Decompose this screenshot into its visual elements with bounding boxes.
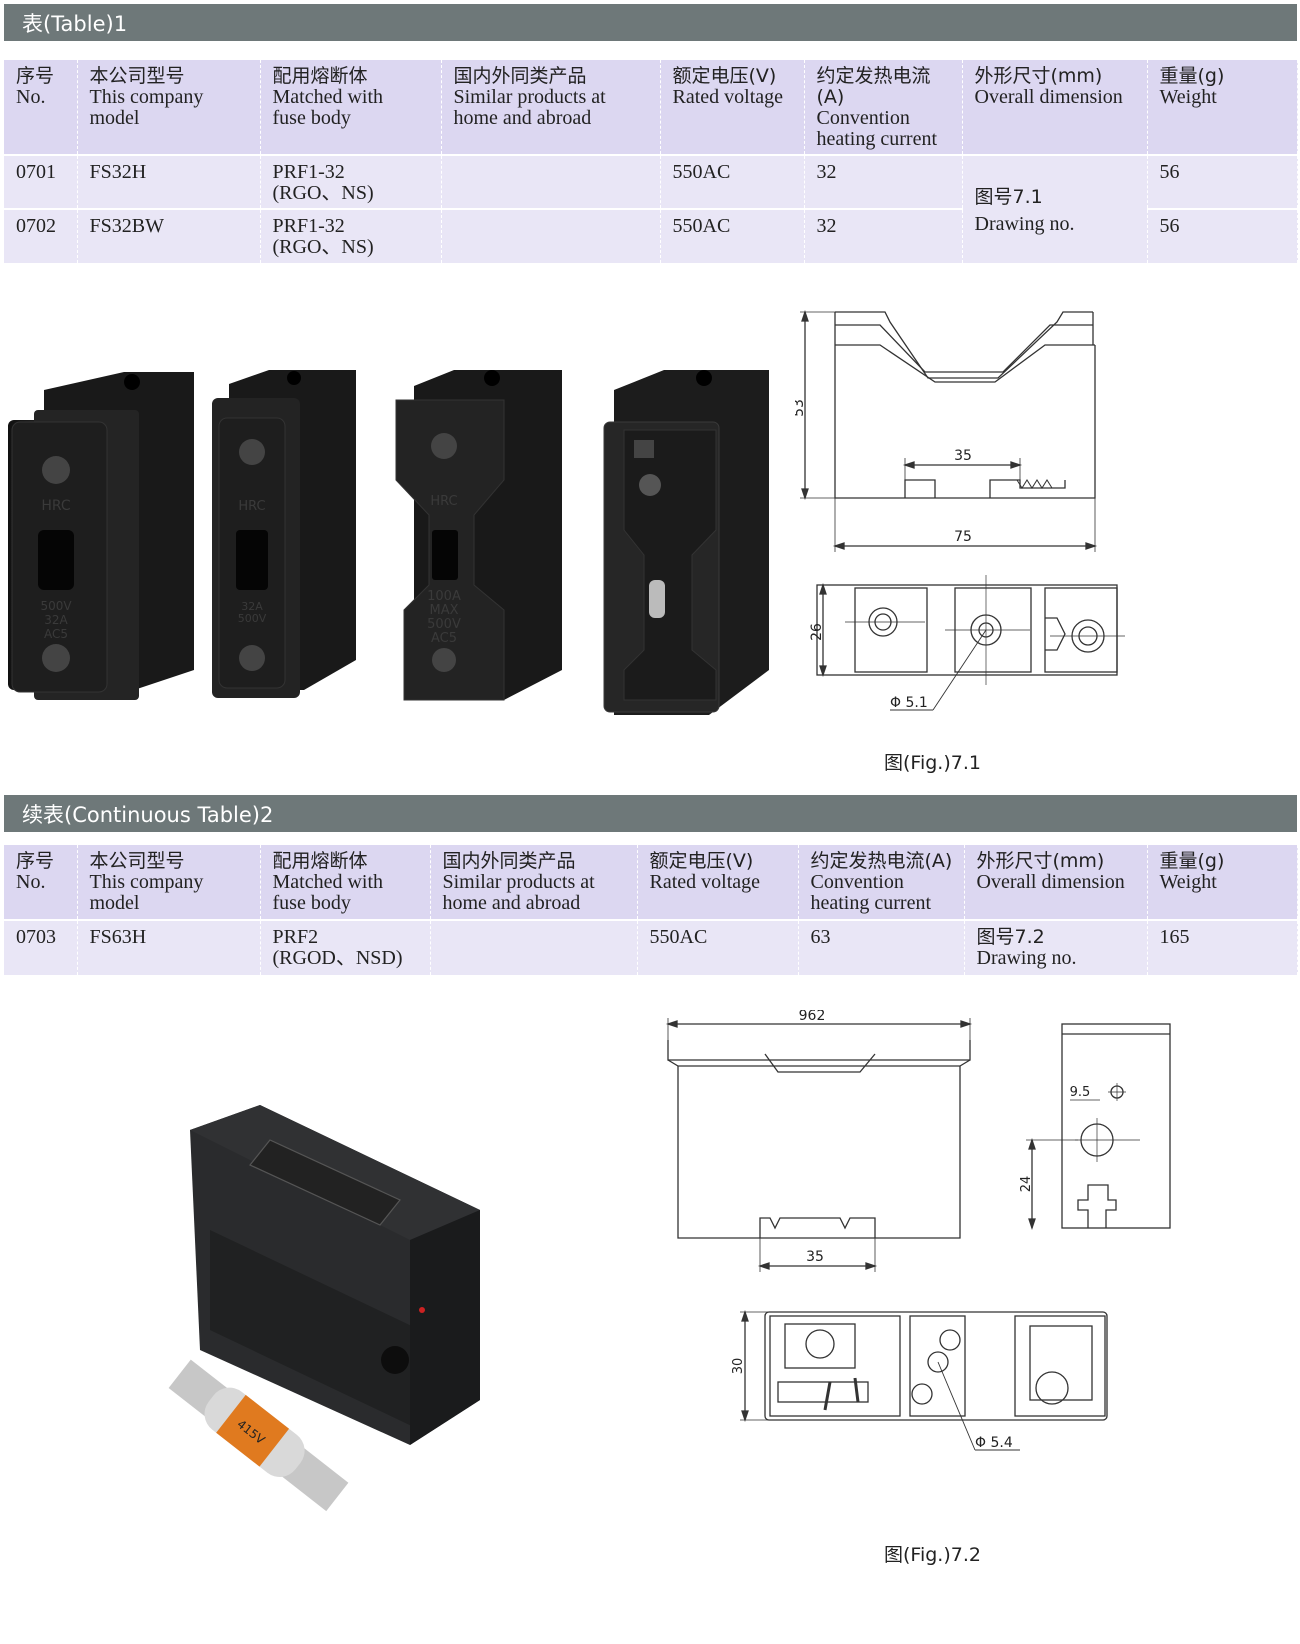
cell-voltage: 550AC bbox=[637, 919, 799, 975]
table1-title-bar: 表(Table)1 bbox=[4, 4, 1297, 41]
table2-title: 续表(Continuous Table)2 bbox=[22, 802, 274, 827]
svg-text:500V: 500V bbox=[427, 617, 461, 632]
fuse-holder-3: HRC 100A MAX 500V AC5 bbox=[395, 370, 562, 701]
cartridge-fuse: 415V bbox=[168, 1359, 349, 1512]
cell-similar bbox=[441, 154, 661, 209]
cell-fuse: PRF1-32(RGO、NS) bbox=[260, 208, 442, 263]
cell-current: 32 bbox=[804, 154, 963, 209]
dim-width-75: 75 bbox=[954, 529, 972, 545]
cell-model: FS32H bbox=[77, 154, 261, 209]
table-row: 0701 FS32H PRF1-32(RGO、NS) 550AC 32 图号7.… bbox=[4, 154, 1298, 263]
fuse-holder-photo-7-2: 415V bbox=[168, 1105, 480, 1512]
cell-no: 0701 bbox=[4, 154, 78, 209]
cell-current: 32 bbox=[804, 208, 963, 263]
svg-text:HRC: HRC bbox=[430, 494, 457, 509]
svg-text:HRC: HRC bbox=[238, 499, 265, 514]
cell-no: 0703 bbox=[4, 919, 78, 975]
svg-text:AC5: AC5 bbox=[431, 631, 457, 646]
svg-text:100A: 100A bbox=[427, 589, 461, 604]
header-voltage: 额定电压(V)Rated voltage bbox=[637, 845, 799, 920]
cell-fuse: PRF1-32(RGO、NS) bbox=[260, 154, 442, 209]
svg-text:32A: 32A bbox=[44, 613, 68, 627]
fuse-holder-63a bbox=[190, 1105, 480, 1445]
fig-7-1-caption: 图(Fig.)7.1 bbox=[884, 752, 981, 774]
dim-side-24: 24 bbox=[1019, 1176, 1034, 1193]
header-dimension: 外形尺寸(mm)Overall dimension bbox=[962, 60, 1148, 155]
cell-model: FS63H bbox=[77, 919, 261, 975]
dim-side-9-5: 9.5 bbox=[1070, 1085, 1091, 1100]
table2-title-bar: 续表(Continuous Table)2 bbox=[4, 795, 1297, 832]
cell-no: 0702 bbox=[4, 208, 78, 263]
drawing-fig-7-2: 962 35 9.5 24 30 Φ 5.4 bbox=[665, 1010, 1171, 1451]
header-dimension: 外形尺寸(mm)Overall dimension bbox=[964, 845, 1148, 920]
dim-depth-26: 26 bbox=[809, 623, 825, 641]
fig-7-2-caption: 图(Fig.)7.2 bbox=[884, 1544, 981, 1566]
cell-model: FS32BW bbox=[77, 208, 261, 263]
header-voltage: 额定电压(V)Rated voltage bbox=[660, 60, 805, 155]
cell-voltage: 550AC bbox=[660, 154, 805, 209]
table1-title: 表(Table)1 bbox=[22, 11, 128, 36]
table-row: 0703 FS63H PRF2(RGOD、NSD) 550AC 63 图号7.2… bbox=[4, 919, 1298, 975]
cell-current: 63 bbox=[798, 919, 965, 975]
header-weight: 重量(g)Weight bbox=[1147, 845, 1298, 920]
cell-similar bbox=[430, 919, 638, 975]
dim-width-962: 962 bbox=[799, 1010, 826, 1024]
svg-text:MAX: MAX bbox=[429, 603, 458, 618]
svg-text:HRC: HRC bbox=[41, 498, 71, 514]
table-row: 0702 FS32BW PRF1-32(RGO、NS) 550AC 32 56 bbox=[4, 208, 1298, 263]
dim-inner-35: 35 bbox=[954, 448, 972, 464]
dim-inner-35: 35 bbox=[806, 1249, 824, 1265]
header-weight: 重量(g)Weight bbox=[1147, 60, 1298, 155]
fuse-holder-2: HRC 32A 500V bbox=[212, 370, 356, 698]
cell-weight: 56 bbox=[1147, 208, 1298, 263]
cell-voltage: 550AC bbox=[660, 208, 805, 263]
svg-text:32A: 32A bbox=[241, 600, 263, 613]
dim-hole-5-1: Φ 5.1 bbox=[890, 695, 928, 711]
fuse-holder-photos-7-1: HRC 500V 32A AC5 HRC 32A 500V HRC 100A M… bbox=[8, 370, 769, 715]
dim-depth-30: 30 bbox=[731, 1358, 746, 1375]
svg-text:500V: 500V bbox=[238, 612, 267, 625]
dim-hole-5-4: Φ 5.4 bbox=[975, 1435, 1013, 1451]
dim-height-53: 53 bbox=[795, 399, 807, 417]
cell-weight: 56 bbox=[1147, 154, 1298, 209]
svg-text:500V: 500V bbox=[40, 599, 72, 613]
drawing-fig-7-1: 53 35 75 26 Φ 5.1 bbox=[795, 309, 1125, 711]
svg-text:AC5: AC5 bbox=[44, 627, 68, 641]
fuse-holder-4 bbox=[603, 370, 769, 715]
cell-weight: 165 bbox=[1147, 919, 1298, 975]
fuse-holder-1: HRC 500V 32A AC5 bbox=[8, 372, 194, 700]
cell-fuse: PRF2(RGOD、NSD) bbox=[260, 919, 431, 975]
cell-similar bbox=[441, 208, 661, 263]
